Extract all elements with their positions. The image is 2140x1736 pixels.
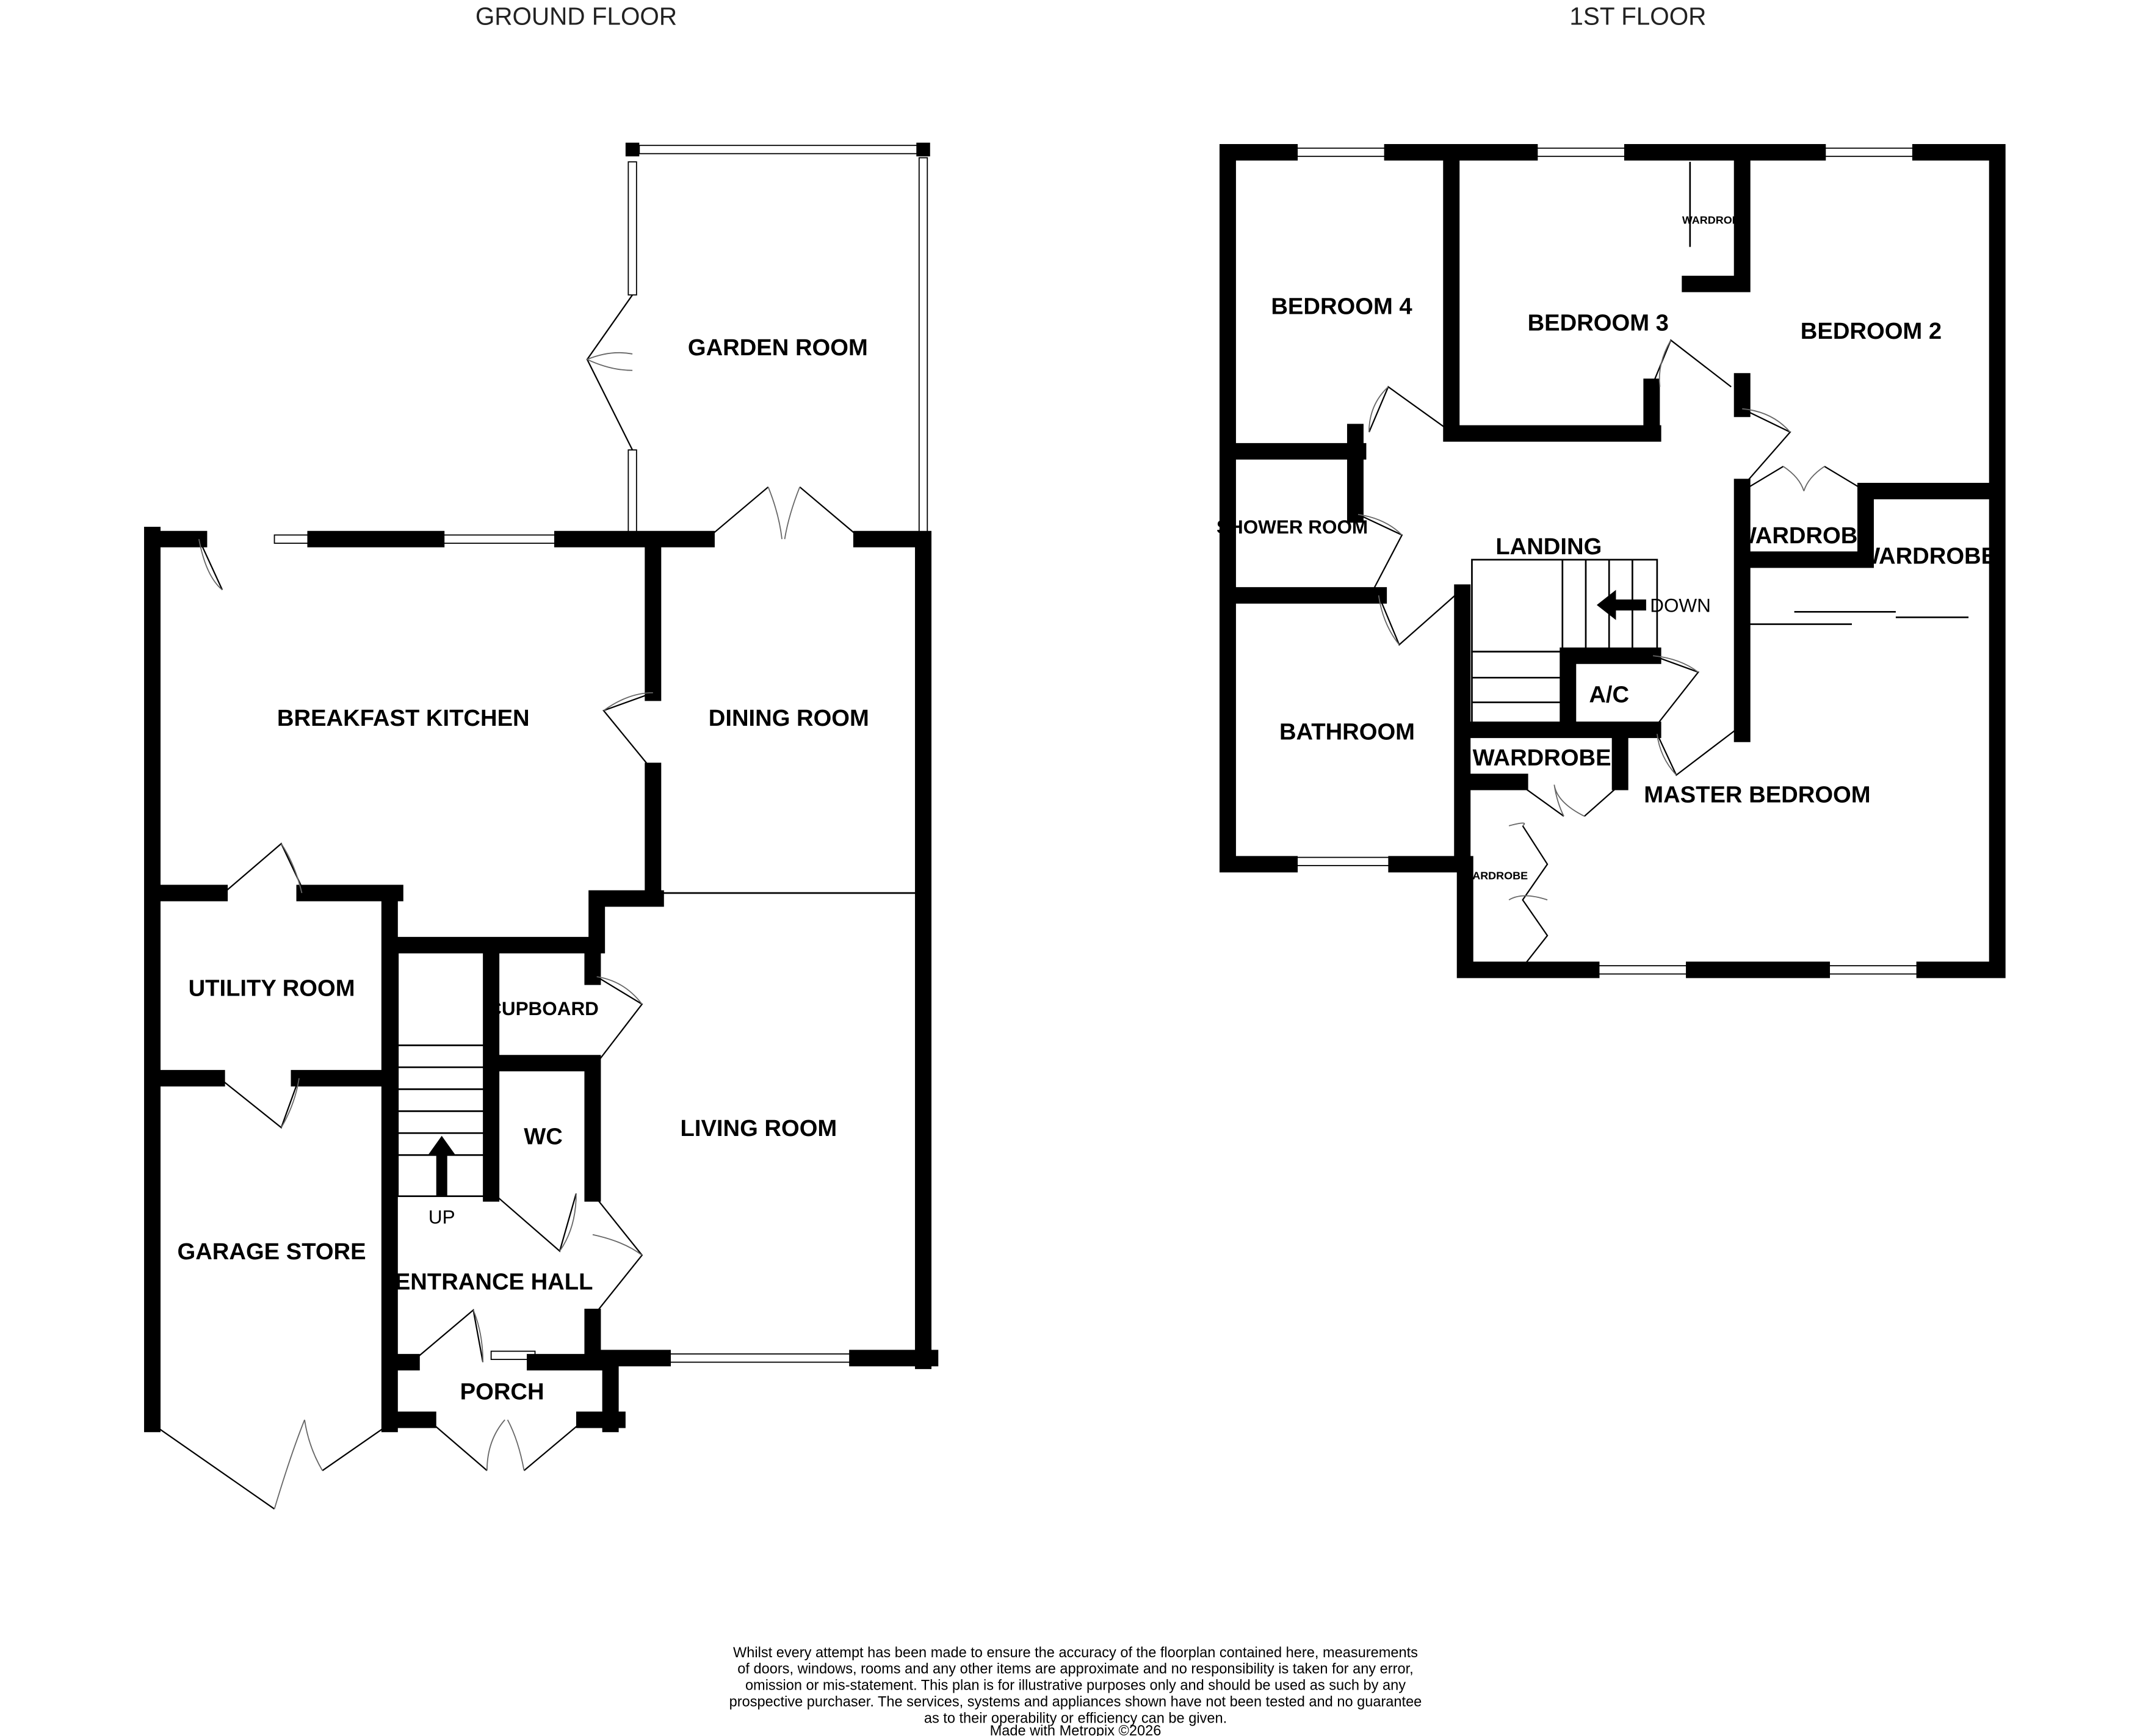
down-arrow-icon	[1596, 590, 1646, 620]
corner-post	[916, 142, 930, 157]
room-label-master-wardrobe: WARDROBE	[1462, 870, 1528, 882]
disclaimer-line: omission or mis-statement. This plan is …	[745, 1677, 1406, 1693]
disclaimer: Whilst every attempt has been made to en…	[729, 1644, 1422, 1736]
room-label-breakfast-kitchen: BREAKFAST KITCHEN	[277, 705, 530, 731]
room-label-shower-room: SHOWER ROOM	[1216, 516, 1368, 538]
room-label-bedroom-3-wardrobe: WARDROBE	[1682, 214, 1748, 226]
ground-floor-plan: GARDEN ROOM BREAKFAST KITCHEN DINING ROO…	[144, 142, 939, 1510]
room-label-bedroom-4: BEDROOM 4	[1271, 294, 1412, 320]
room-label-ac: A/C	[1589, 682, 1629, 708]
room-label-wc: WC	[524, 1123, 563, 1149]
staircase-up	[397, 951, 490, 1198]
room-label-living-room: LIVING ROOM	[681, 1115, 837, 1141]
doors[interactable]	[1357, 339, 1859, 968]
room-label-wardrobe-a: WARDROBE	[1735, 523, 1873, 549]
room-label-garden-room: GARDEN ROOM	[688, 335, 868, 361]
walls	[144, 526, 939, 1433]
room-label-porch: PORCH	[460, 1378, 544, 1405]
first-floor-plan: BEDROOM 4 BEDROOM 3 WARDROBE BEDROOM 2 S…	[1216, 143, 2006, 978]
room-label-master-bedroom: MASTER BEDROOM	[1644, 782, 1870, 808]
up-arrow-icon	[428, 1135, 456, 1196]
room-label-entrance-hall: ENTRANCE HALL	[395, 1268, 593, 1295]
room-label-dining-room: DINING ROOM	[709, 705, 869, 731]
room-label-bedroom-3: BEDROOM 3	[1528, 310, 1669, 336]
staircase-down	[1471, 559, 1658, 728]
disclaimer-line: Whilst every attempt has been made to en…	[733, 1644, 1418, 1660]
doors[interactable]	[151, 294, 862, 1510]
disclaimer-line: prospective purchaser. The services, sys…	[729, 1694, 1422, 1710]
room-label-cupboard: CUPBOARD	[488, 998, 599, 1019]
stairs-up-label: UP	[428, 1207, 455, 1228]
room-label-landing: LANDING	[1495, 533, 1602, 560]
ground-floor-title: GROUND FLOOR	[475, 2, 677, 30]
credit: Made with Metropix ©2026	[990, 1723, 1162, 1736]
room-label-wardrobe-b: WARDROBE	[1858, 543, 1997, 570]
windows	[273, 145, 928, 1363]
room-label-wardrobe-c: WARDROBE	[1473, 745, 1611, 771]
stairs-down-label: DOWN	[1650, 595, 1711, 616]
corner-post	[625, 142, 640, 157]
disclaimer-line: as to their operability or efficiency ca…	[924, 1710, 1227, 1726]
room-label-garage-store: GARAGE STORE	[178, 1239, 366, 1265]
room-label-utility-room: UTILITY ROOM	[189, 975, 355, 1002]
windows	[1289, 147, 1925, 975]
first-floor-title: 1ST FLOOR	[1569, 2, 1706, 30]
room-label-bathroom: BATHROOM	[1279, 718, 1415, 745]
walls	[1219, 143, 2006, 978]
room-label-bedroom-2: BEDROOM 2	[1801, 318, 1942, 344]
disclaimer-line: of doors, windows, rooms and any other i…	[737, 1661, 1413, 1677]
